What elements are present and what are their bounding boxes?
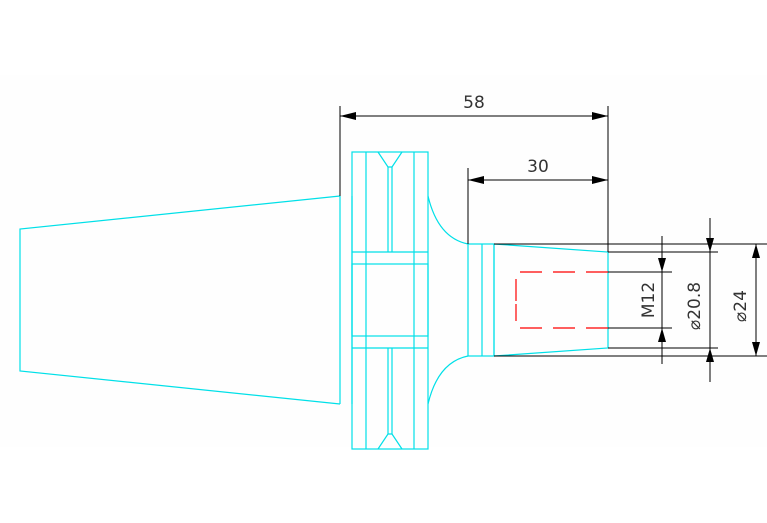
v-groove-top	[377, 151, 403, 168]
arrow-m12-top	[658, 258, 666, 272]
thread-hidden-bottom	[515, 304, 608, 329]
dim-30-label: 30	[527, 157, 549, 177]
dim-58-label: 58	[463, 93, 485, 113]
arrow-58-right	[592, 112, 608, 120]
arrow-208-bottom	[706, 348, 714, 362]
drawing-background	[0, 75, 767, 447]
v-groove-bottom	[377, 433, 403, 450]
drive-slot	[351, 263, 429, 337]
arrow-208-top	[706, 238, 714, 252]
dim-m12-label: M12	[639, 282, 659, 318]
hidden-thread	[515, 271, 608, 329]
dimension-arrows	[340, 112, 760, 362]
arrow-24-top	[752, 244, 760, 258]
arrow-24-bottom	[752, 342, 760, 356]
arrow-58-left	[340, 112, 356, 120]
nose-taper	[493, 243, 609, 357]
arrow-m12-bottom	[658, 328, 666, 342]
tool-holder-outline	[19, 151, 609, 450]
thread-hidden-top	[515, 271, 608, 304]
dim-24-label: ⌀24	[731, 290, 751, 322]
arrow-30-left	[468, 176, 484, 184]
neck-fillet-bottom	[427, 355, 469, 405]
dimension-lines	[339, 106, 767, 382]
arrow-30-right	[592, 176, 608, 184]
dim-208-label: ⌀20.8	[685, 282, 705, 330]
neck-fillet-top	[427, 195, 469, 245]
taper-shank	[19, 195, 341, 405]
